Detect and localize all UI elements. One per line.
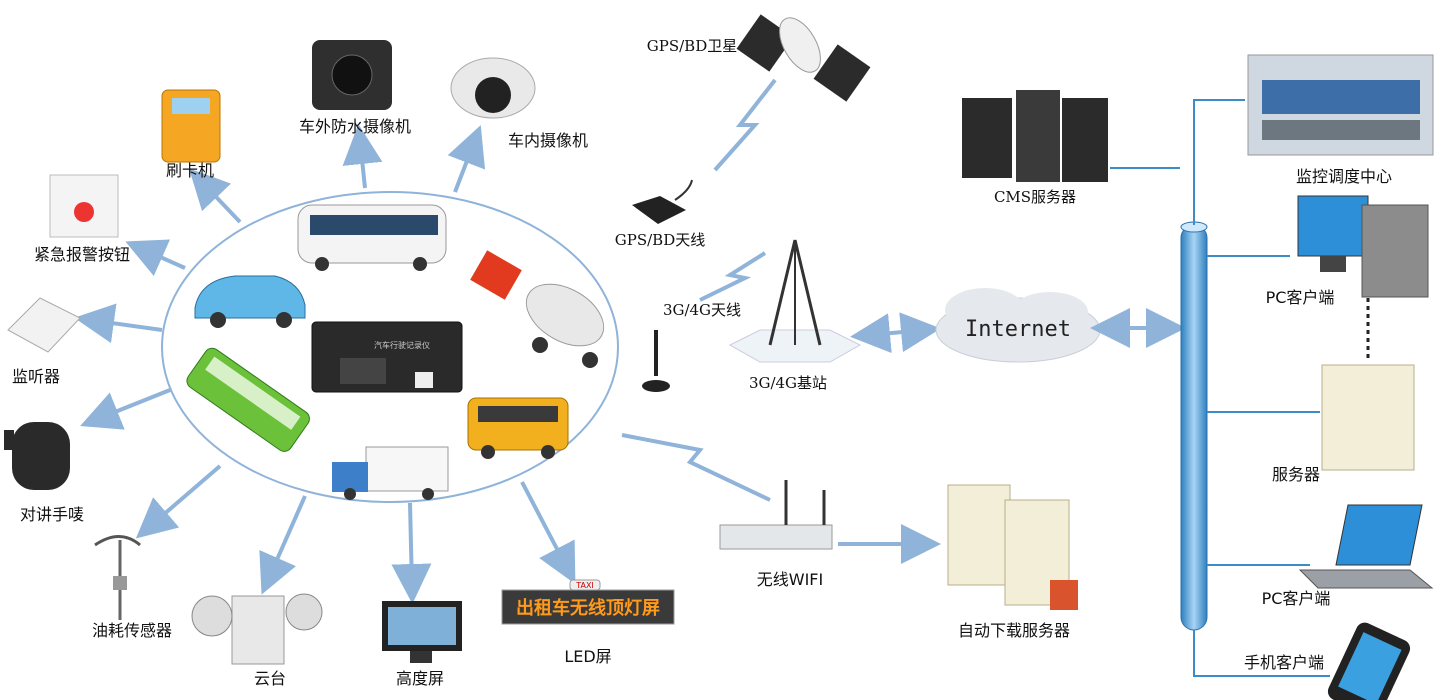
cellular-signal-bolt	[699, 251, 767, 302]
school-bus-icon	[467, 397, 569, 459]
label-internet: Internet	[965, 317, 1071, 342]
emergency-button-icon	[49, 174, 119, 238]
monitoring-center-icon	[1247, 54, 1434, 156]
label-base-station: 3G/4G基站	[749, 374, 827, 392]
laptop-icon	[1298, 504, 1434, 589]
arrow-card-reader	[188, 168, 242, 224]
label-mobile-client: 手机客户端	[1244, 653, 1324, 672]
arrow-intercom	[80, 388, 171, 430]
vehicle-ellipse	[161, 191, 619, 503]
label-cms-server: CMS服务器	[994, 188, 1076, 206]
internet-cloud-icon: Internet	[935, 288, 1101, 363]
coach-bus-icon	[297, 204, 447, 271]
card-reader-icon	[161, 89, 221, 163]
peripheral-arrows	[74, 124, 576, 604]
label-satellite: GPS/BD卫星	[647, 37, 737, 55]
label-listener: 监听器	[12, 367, 60, 386]
label-monitor-center: 监控调度中心	[1296, 167, 1392, 186]
label-ext-camera: 车外防水摄像机	[299, 117, 411, 136]
label-ptz: 云台	[254, 669, 286, 688]
wifi-router-icon	[719, 480, 833, 550]
label-int-camera: 车内摄像机	[508, 131, 588, 150]
label-led: LED屏	[564, 647, 611, 666]
label-wifi: 无线WIFI	[757, 570, 823, 589]
ptz-camera-icon	[191, 593, 323, 665]
label-emergency: 紧急报警按钮	[34, 245, 130, 264]
network-backbone-icon	[1180, 221, 1208, 631]
arrow-hdscreen	[391, 502, 432, 604]
led-sign-icon: TAXI 出租车无线顶灯屏	[501, 579, 675, 625]
label-card-reader: 刷卡机	[166, 161, 214, 180]
arrow-led	[520, 481, 576, 585]
4g-antenna-icon	[642, 330, 670, 392]
box-truck-icon	[332, 446, 449, 500]
arrow-int-camera	[447, 125, 486, 193]
arrow-fuel	[135, 464, 222, 539]
cms-server-icon	[962, 90, 1108, 182]
base-station-icon	[728, 239, 862, 363]
desktop-pc-icon	[1297, 195, 1429, 298]
arrow-basestation-internet	[850, 312, 941, 354]
arrow-ext-camera	[342, 124, 383, 189]
led-taxi-tag: TAXI	[575, 581, 594, 590]
label-hdscreen: 高度屏	[396, 669, 444, 688]
label-4g-antenna: 3G/4G天线	[663, 301, 741, 319]
dvr-device-icon: 汽车行驶记录仪	[311, 321, 463, 393]
line-bus-mobile	[1193, 630, 1330, 677]
label-gps-antenna: GPS/BD天线	[615, 231, 705, 249]
label-download-server: 自动下载服务器	[958, 621, 1070, 640]
satellite-icon	[736, 14, 871, 102]
city-bus-icon	[186, 347, 310, 452]
arrow-listener	[74, 303, 163, 344]
arrow-ptz	[259, 495, 307, 595]
label-server: 服务器	[1272, 465, 1320, 484]
label-pc-client-1: PC客户端	[1266, 288, 1335, 307]
arrow-emergency	[125, 239, 186, 277]
fuel-sensor-icon	[94, 535, 141, 620]
label-pc-client-2: PC客户端	[1262, 589, 1331, 608]
dome-camera-icon	[450, 57, 536, 119]
exterior-camera-icon	[312, 40, 392, 110]
taxi-car-icon	[194, 275, 306, 328]
label-intercom: 对讲手唛	[20, 505, 84, 524]
gps-antenna-icon	[632, 179, 693, 224]
server-tower-icon	[1321, 364, 1415, 471]
intercom-mic-icon	[4, 422, 70, 490]
dvr-label: 汽车行驶记录仪	[374, 340, 430, 350]
download-server-icon	[947, 484, 1078, 610]
satellite-signal-bolt	[713, 78, 777, 172]
listener-icon	[7, 297, 81, 353]
label-fuel-sensor: 油耗传感器	[92, 621, 172, 640]
wifi-signal-bolt	[621, 433, 771, 502]
mixer-truck-icon	[470, 250, 605, 368]
smartphone-icon	[1327, 622, 1411, 700]
hd-screen-icon	[382, 601, 462, 663]
led-sign-text: 出租车无线顶灯屏	[516, 597, 660, 619]
line-bus-monitor	[1193, 99, 1245, 225]
vehicle-cluster: 汽车行驶记录仪	[161, 191, 619, 503]
